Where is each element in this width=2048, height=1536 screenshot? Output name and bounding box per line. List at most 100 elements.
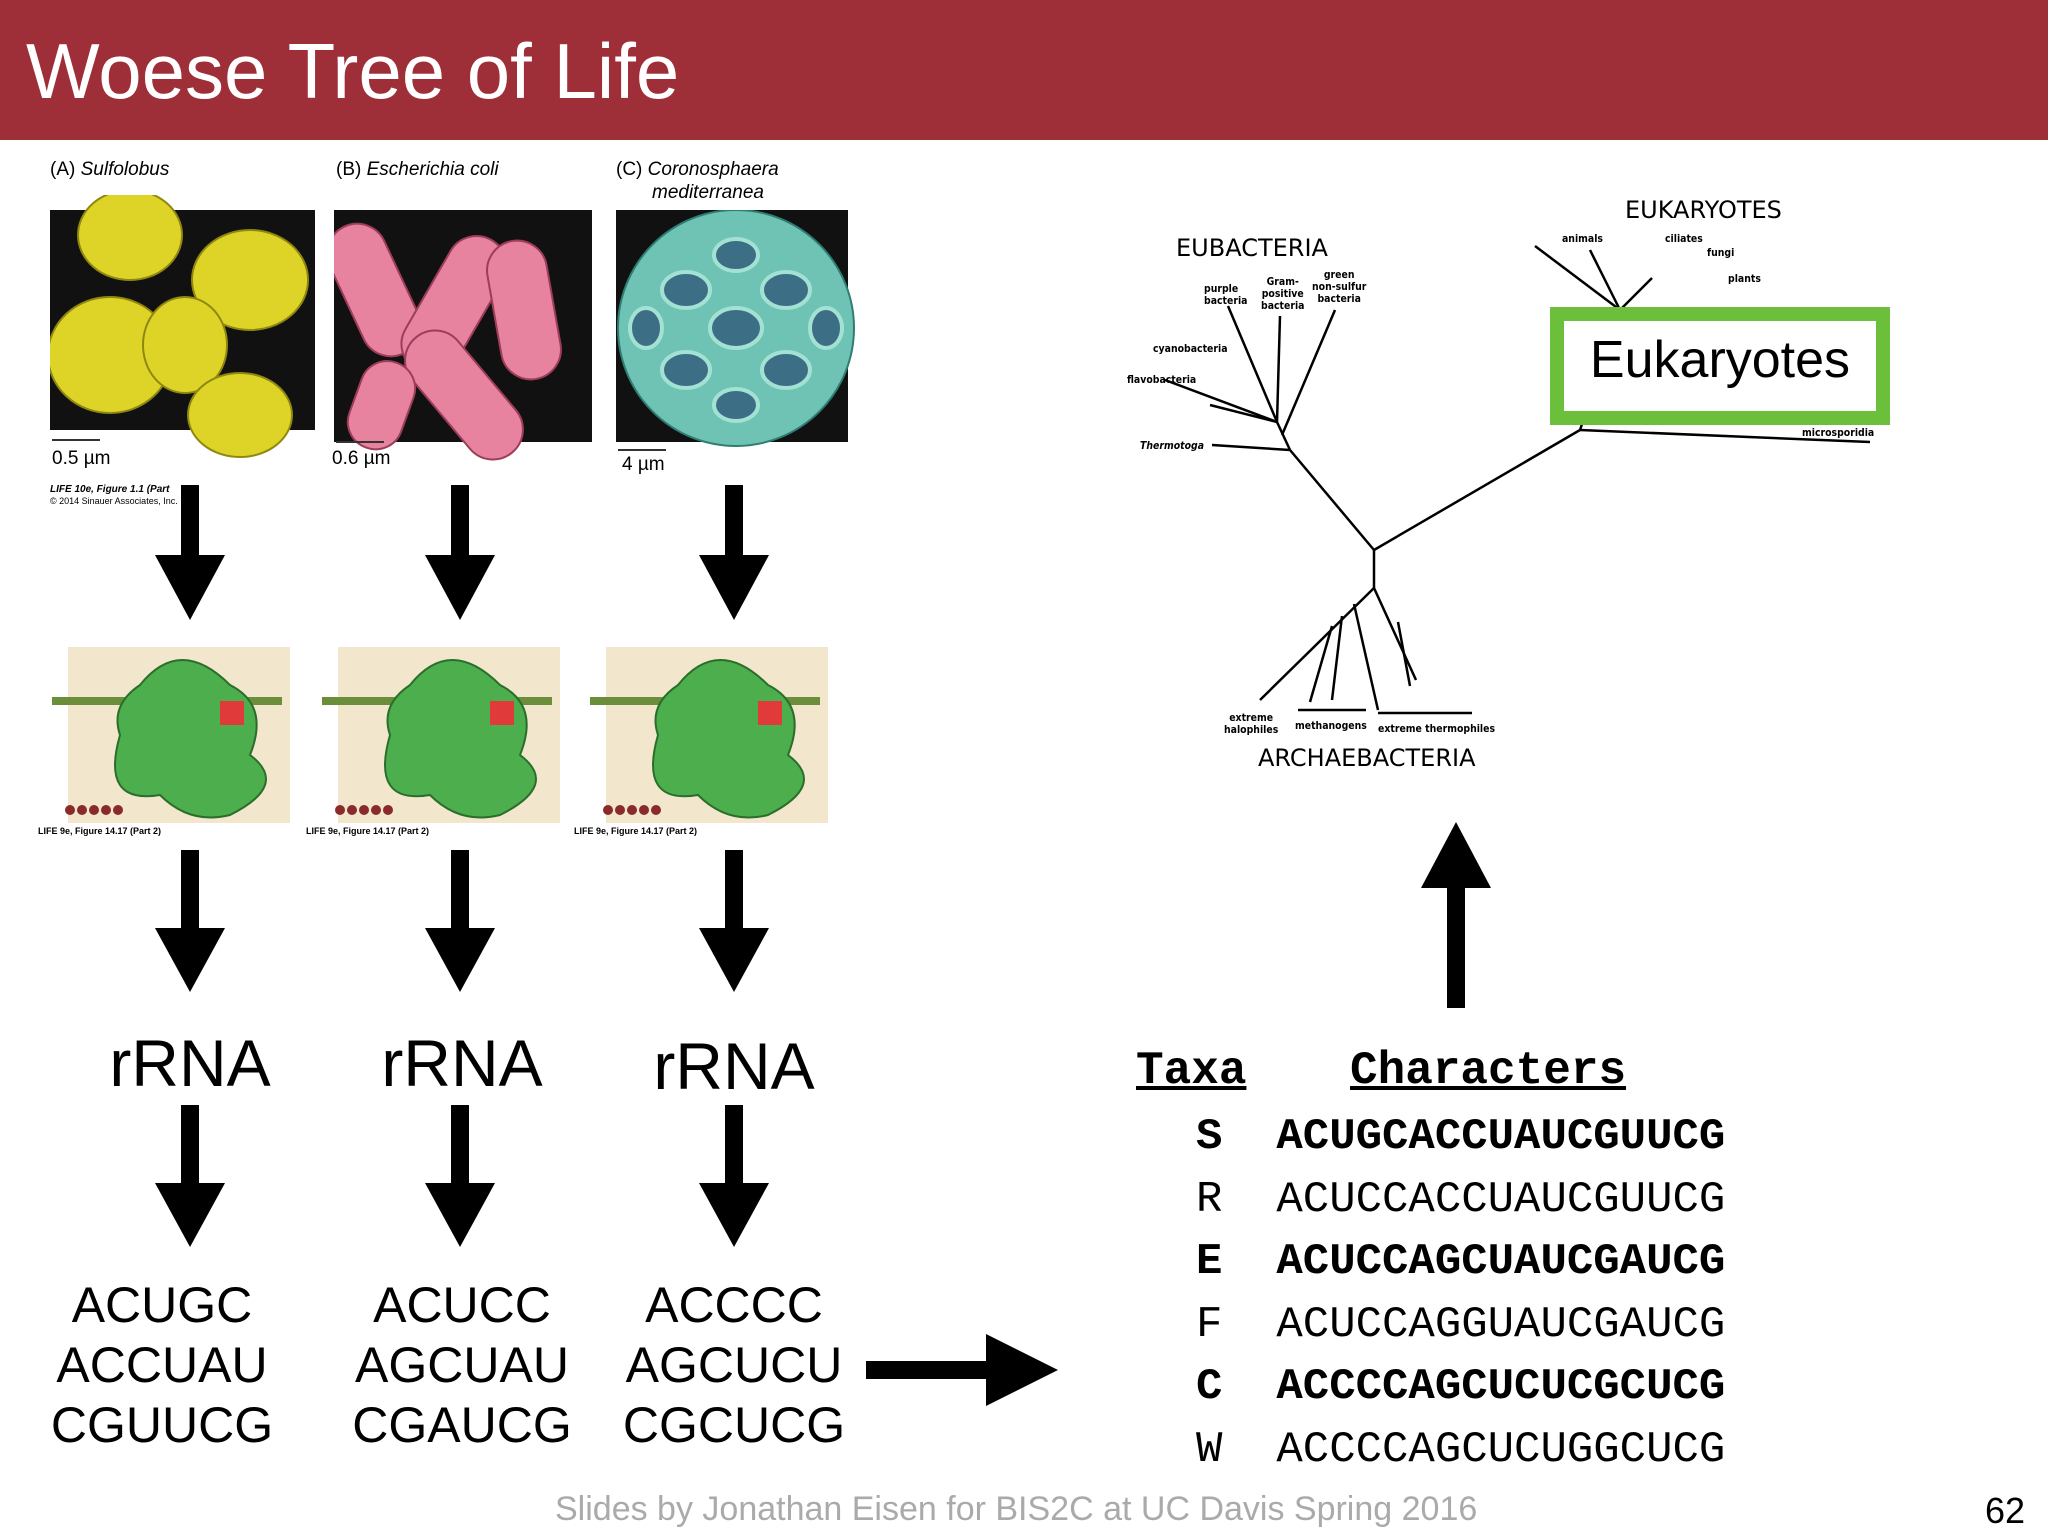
tree-leaf-plants: plants [1728,272,1761,285]
ribosome-illustration [322,647,560,823]
up-arrow-icon [1421,822,1491,1008]
tree-of-life-diagram [1164,245,1871,715]
leaf-text: extreme [1229,711,1274,724]
caption-name: Sulfolobus [80,159,170,180]
micrograph-sulfolobus [50,195,315,458]
micrograph-coronosphaera [616,210,855,451]
leaf-text: bacteria [1317,292,1361,305]
caption-name: Escherichia coli [366,159,499,180]
micrograph-ecoli [334,210,592,461]
sequence-line: CGAUCG [352,1397,572,1453]
taxon-label: W [1196,1425,1223,1475]
tree-leaf-methanogens: methanogens [1295,719,1367,732]
rrna-label: rRNA [109,1026,271,1100]
figure-copyright: © 2014 Sinauer Associates, Inc. [50,496,178,506]
down-arrow-icon [699,1105,769,1247]
down-arrow-icon [155,1105,225,1247]
taxon-sequence: ACUCCAGCUAUCGAUCG [1276,1237,1726,1287]
footer-credit: Slides by Jonathan Eisen for BIS2C at UC… [555,1490,1478,1528]
down-arrow-icon [155,485,225,620]
leaf-text: bacteria [1261,299,1305,312]
down-arrow-icon [425,850,495,992]
tree-leaf-purple-bacteria: purple bacteria [1204,283,1247,307]
tree-group-eukaryotes: EUKARYOTES [1625,196,1782,224]
down-arrow-icon [155,850,225,992]
tree-leaf-animals: animals [1562,232,1603,245]
taxon-label: F [1196,1300,1223,1350]
taxon-label: S [1196,1112,1223,1162]
sequence-line: AGCUAU [355,1337,569,1393]
caption-a: (A) Sulfolobus [50,158,169,181]
sequence-block: ACUCC AGCUAU CGAUCG [322,1275,602,1455]
slide-number: 62 [1985,1490,2026,1531]
ribosome-caption: LIFE 9e, Figure 14.17 (Part 2) [38,826,162,836]
sequence-line: ACCUAU [56,1337,268,1393]
eukaryotes-highlight-box [1550,307,1890,425]
tree-leaf-gram-positive: Gram- positive bacteria [1261,276,1304,312]
caption-letter: (B) [336,159,362,180]
tree-leaf-cyanobacteria: cyanobacteria [1153,342,1228,355]
eukaryotes-highlight-label: Eukaryotes [1589,331,1851,389]
alignment-row-f: F ACUCCAGGUAUCGAUCG [1196,1294,1725,1357]
tree-leaf-flavobacteria: flavobacteria [1127,373,1197,386]
sequence-line: AGCUCU [625,1337,843,1393]
ribosome-illustration [590,647,828,823]
caption-letter: (C) [616,159,643,180]
tree-leaf-thermotoga: Thermotoga [1140,439,1205,452]
sequence-line: ACUGC [71,1277,253,1333]
sequence-block: ACCCC AGCUCU CGCUCG [594,1275,874,1455]
down-arrow-icon [425,1105,495,1247]
tree-leaf-fungi: fungi [1707,246,1735,259]
characters-header: Characters [1350,1045,1627,1097]
sequence-block: ACUGC ACCUAU CGUUCG [22,1275,302,1455]
ribosome-caption: LIFE 9e, Figure 14.17 (Part 2) [574,826,698,836]
leaf-text: Gram- [1266,275,1299,288]
alignment-row-r: R ACUCCACCUAUCGUUCG [1196,1169,1725,1232]
alignment-row-e: E ACUCCAGCUAUCGAUCG [1196,1231,1725,1294]
caption-letter: (A) [50,159,76,180]
sequence-line: ACCCC [645,1277,823,1333]
tree-leaf-microsporidia: microsporidia [1802,426,1875,439]
down-arrow-icon [699,850,769,992]
caption-c: (C) Coronosphaera mediterranea [616,158,779,204]
taxon-sequence: ACCCCAGCUCUGGCUCG [1276,1425,1726,1475]
scale-c: 4 µm [622,454,665,475]
tree-leaf-extreme-halophiles: extreme halophiles [1224,712,1278,736]
taxa-header: Taxa [1136,1045,1247,1097]
tree-leaf-extreme-thermophiles: extreme thermophiles [1378,722,1496,735]
taxon-sequence: ACUCCAGGUAUCGAUCG [1276,1300,1726,1350]
rrna-label: rRNA [653,1029,815,1103]
slide-title: Woese Tree of Life [26,27,680,115]
ribosome-illustration [52,647,290,823]
taxon-sequence: ACUGCACCUAUCGUUCG [1276,1112,1726,1162]
taxon-sequence: ACCCCAGCUCUCGCUCG [1276,1362,1726,1412]
scale-b: 0.6 µm [332,448,391,469]
sequence-line: CGCUCG [622,1397,846,1453]
caption-name: Coronosphaera [647,159,779,180]
leaf-text: halophiles [1224,723,1279,736]
scale-a: 0.5 µm [52,448,111,469]
caption-b: (B) Escherichia coli [336,158,499,181]
caption-name-2: mediterranea [652,182,764,203]
sequence-line: CGUUCG [50,1397,274,1453]
tree-group-eubacteria: EUBACTERIA [1176,234,1328,262]
taxon-label: E [1196,1237,1223,1287]
tree-group-archaebacteria: ARCHAEBACTERIA [1258,744,1476,772]
leaf-text: purple [1204,282,1239,295]
leaf-text: bacteria [1204,294,1248,307]
down-arrow-icon [699,485,769,620]
taxon-sequence: ACUCCACCUAUCGUUCG [1276,1175,1726,1225]
leaf-text: green [1323,268,1355,281]
alignment-row-s: S ACUGCACCUAUCGUUCG [1196,1106,1725,1169]
title-bar [0,0,2048,140]
alignment-row-w: W ACCCCAGCUCUGGCUCG [1196,1419,1725,1482]
taxon-label: C [1196,1362,1223,1412]
ribosome-caption: LIFE 9e, Figure 14.17 (Part 2) [306,826,430,836]
alignment-row-c: C ACCCCAGCUCUCGCUCG [1196,1356,1725,1419]
tree-leaf-ciliates: ciliates [1665,232,1703,245]
leaf-text: positive [1261,287,1304,300]
sequence-line: ACUCC [373,1277,551,1333]
rrna-label: rRNA [381,1026,543,1100]
right-arrow-icon [866,1334,1058,1406]
taxon-label: R [1196,1175,1223,1225]
